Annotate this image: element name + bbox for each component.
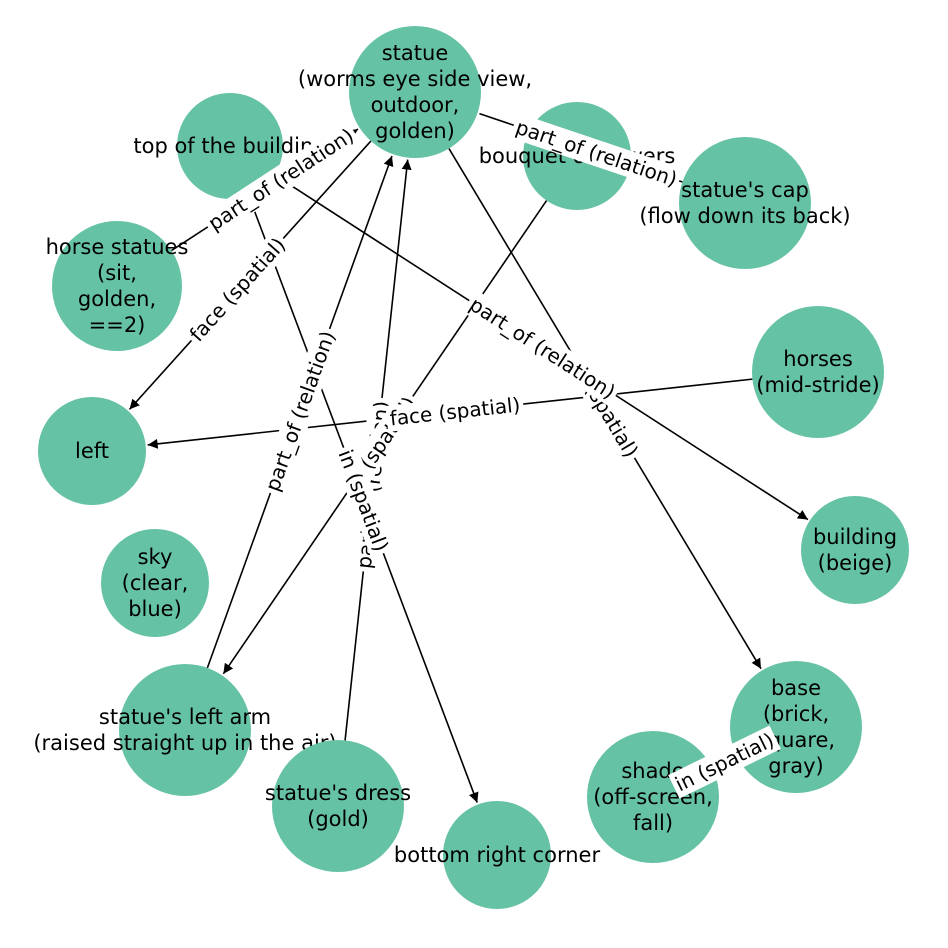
edge-label-text: part_of (relation) [465, 292, 620, 404]
node-label-line: statue's left arm [99, 705, 271, 729]
edge-label-background [462, 289, 623, 407]
node-label-line: (gold) [307, 807, 369, 831]
node-circle [177, 93, 283, 199]
node-circle [52, 221, 182, 351]
node-horses: horses(mid-stride) [752, 306, 884, 438]
edge-label-background [385, 391, 525, 432]
edge-label-background [181, 229, 293, 350]
edge-label-statue-left: face (spatial) [181, 229, 293, 350]
node-label-line: (clear, [122, 571, 189, 595]
node-label-line: (beige) [818, 551, 893, 575]
edge-label-background [331, 443, 396, 558]
node-statue: statue(worms eye side view,outdoor,golde… [298, 26, 532, 158]
node-circle [443, 801, 551, 909]
node-label-line: (worms eye side view, [298, 67, 532, 91]
node-top: top of the building [133, 93, 327, 199]
node-label-line: blue) [128, 597, 182, 621]
node-corner: bottom right corner [394, 801, 601, 909]
node-label-line: (mid-stride) [756, 373, 879, 397]
edge-label-background [668, 725, 781, 799]
node-label-line: bottom right corner [394, 843, 601, 867]
edge-label-text: part_of (relation) [260, 328, 340, 495]
node-label-line: sky [138, 545, 173, 569]
node-label-line: fall) [633, 811, 673, 835]
node-left-arm: statue's left arm(raised straight up in … [33, 664, 337, 796]
node-label-line: building [813, 525, 897, 549]
node-label-line: left [75, 439, 109, 463]
node-label-line: horse statues [46, 235, 189, 259]
edge-label-background [509, 112, 684, 194]
node-circle [272, 740, 404, 872]
node-label-line: top of the building [133, 134, 326, 158]
node-label-line: outdoor, [371, 93, 460, 117]
node-circle [38, 397, 146, 505]
node-label-line: (raised straight up in the air) [33, 731, 336, 755]
node-cap: statue's cap(flow down its back) [639, 137, 851, 269]
node-shade: shade(off-screen,fall) [587, 731, 719, 863]
node-label-line: statue's dress [265, 781, 411, 805]
node-horse-statues: horse statues(sit,golden,==2) [46, 221, 189, 351]
node-label-line: golden, [78, 287, 156, 311]
node-circle [730, 661, 862, 793]
node-circle [119, 664, 251, 796]
edge-label-top-building: part_of (relation) [462, 289, 623, 407]
node-left: left [38, 397, 146, 505]
node-circle [752, 306, 884, 438]
edge-label-background [258, 324, 342, 498]
node-sky: sky(clear,blue) [101, 529, 209, 637]
node-label-line: (brick, [763, 702, 829, 726]
node-circle [679, 137, 811, 269]
node-label-line: gray) [768, 754, 823, 778]
node-label-line: (flow down its back) [639, 204, 850, 228]
node-label-line: statue [382, 41, 449, 65]
node-base: base(brick,square,gray) [730, 661, 862, 793]
node-dress: statue's dress(gold) [265, 740, 411, 872]
node-circle [101, 529, 209, 637]
node-label-line: ==2) [89, 313, 146, 337]
node-label-line: horses [783, 347, 853, 371]
edge-label-background [200, 120, 362, 238]
node-label-line: statue's cap [681, 178, 809, 202]
node-label-line: (sit, [97, 261, 137, 285]
node-circle [349, 26, 481, 158]
node-circle [587, 731, 719, 863]
node-building: building(beige) [801, 496, 909, 604]
node-label-line: base [771, 676, 821, 700]
node-circle [801, 496, 909, 604]
node-label-line: golden) [375, 119, 455, 143]
nodes-layer: statue(worms eye side view,outdoor,golde… [33, 26, 909, 909]
edge-label-text: face (spatial) [185, 233, 291, 347]
